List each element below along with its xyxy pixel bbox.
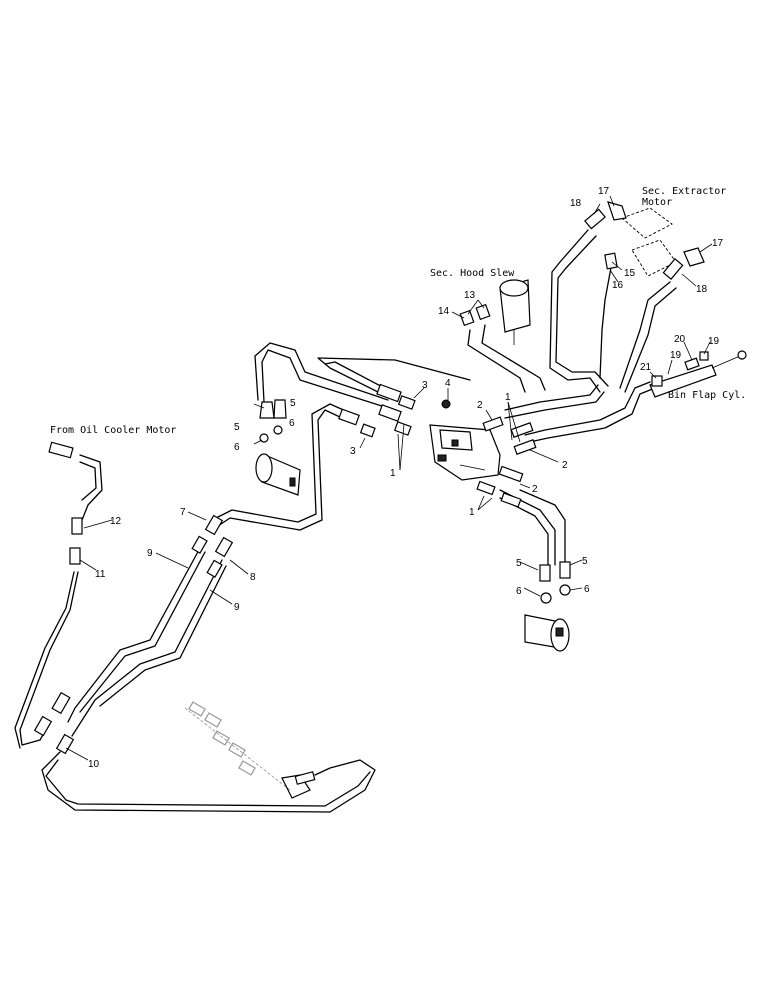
callout-10: 10 — [88, 759, 100, 770]
callout-7: 7 — [180, 507, 186, 518]
bottom-right-motor — [524, 614, 570, 652]
caption-hood-slew: Sec. Hood Slew — [430, 268, 515, 279]
callout-6: 6 — [516, 586, 522, 597]
callouts: 1 1 1 2 2 2 3 3 4 5 5 5 5 6 6 6 6 7 8 9 … — [88, 186, 724, 770]
ghost-fittings — [184, 701, 291, 791]
callout-12: 12 — [110, 516, 122, 527]
callout-1: 1 — [469, 507, 475, 518]
leader-lines — [65, 195, 713, 761]
callout-6: 6 — [289, 418, 295, 429]
valve-block — [429, 424, 501, 481]
callout-20: 20 — [674, 334, 686, 345]
caption-bin-flap-cylinder: Bin Flap Cyl. — [668, 390, 746, 401]
callout-9: 9 — [234, 602, 240, 613]
callout-18: 18 — [570, 198, 582, 209]
callout-2: 2 — [562, 460, 568, 471]
callout-18: 18 — [696, 284, 708, 295]
callout-4: 4 — [445, 378, 451, 389]
callout-3: 3 — [422, 380, 428, 391]
callout-6: 6 — [584, 584, 590, 595]
hose-runs — [14, 229, 677, 813]
callout-11: 11 — [95, 569, 106, 580]
callout-1: 1 — [505, 392, 511, 403]
bin-flap-cylinder — [649, 350, 747, 398]
callout-14: 14 — [438, 306, 450, 317]
callout-19: 19 — [708, 336, 720, 347]
fittings — [33, 201, 709, 799]
callout-13: 13 — [464, 290, 476, 301]
callout-17: 17 — [712, 238, 724, 249]
callout-1: 1 — [390, 468, 396, 479]
callout-5: 5 — [290, 398, 296, 409]
left-motor — [255, 453, 301, 496]
caption-extractor-line2: Motor — [642, 197, 672, 208]
extractor-motor-outline — [621, 207, 677, 277]
callout-2: 2 — [532, 484, 538, 495]
callout-5: 5 — [582, 556, 588, 567]
callout-17: 17 — [598, 186, 610, 197]
callout-21: 21 — [640, 362, 652, 373]
callout-19: 19 — [670, 350, 682, 361]
callout-2: 2 — [477, 400, 483, 411]
callout-5: 5 — [516, 558, 522, 569]
callout-16: 16 — [612, 280, 624, 291]
callout-9: 9 — [147, 548, 153, 559]
callout-15: 15 — [624, 268, 636, 279]
upper-left-couplings — [259, 399, 287, 443]
callout-5: 5 — [234, 422, 240, 433]
caption-from-oil-cooler-motor: From Oil Cooler Motor — [50, 425, 176, 436]
callout-6: 6 — [234, 442, 240, 453]
caption-extractor-line1: Sec. Extractor — [642, 186, 726, 197]
callout-3: 3 — [350, 446, 356, 457]
hood-slew-motor — [499, 279, 531, 345]
callout-8: 8 — [250, 572, 256, 583]
